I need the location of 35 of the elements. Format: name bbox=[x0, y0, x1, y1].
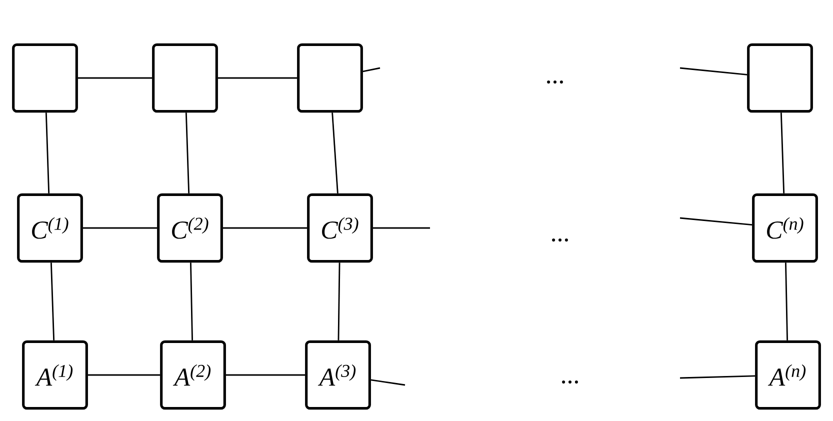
tensor-box: A$^{(1)}$ bbox=[22, 340, 88, 410]
tensor-box bbox=[12, 43, 78, 113]
connector-line bbox=[680, 67, 748, 76]
connector-line bbox=[50, 262, 55, 340]
ellipsis: ... bbox=[562, 380, 578, 384]
connector-line bbox=[222, 227, 308, 229]
ellipsis: ... bbox=[552, 238, 568, 242]
tensor-box: C$^{(3)}$ bbox=[307, 193, 373, 263]
connector-line bbox=[372, 227, 430, 229]
tensor-box: A$^{(n)}$ bbox=[755, 340, 821, 410]
connector-line bbox=[680, 217, 752, 226]
connector-line bbox=[185, 112, 190, 194]
tensor-box: C$^{(2)}$ bbox=[157, 193, 223, 263]
tensor-box bbox=[747, 43, 813, 113]
connector-line bbox=[218, 77, 298, 79]
tensor-box: A$^{(2)}$ bbox=[160, 340, 226, 410]
connector-line bbox=[338, 262, 340, 340]
tensor-box bbox=[297, 43, 363, 113]
tensor-box: C$^{(1)}$ bbox=[17, 193, 83, 263]
connector-line bbox=[780, 112, 785, 194]
connector-line bbox=[332, 112, 338, 194]
tensor-box bbox=[152, 43, 218, 113]
connector-line bbox=[362, 67, 380, 72]
tensor-box: A$^{(3)}$ bbox=[305, 340, 371, 410]
ellipsis: ... bbox=[547, 80, 563, 84]
connector-line bbox=[45, 112, 50, 194]
connector-line bbox=[785, 262, 788, 340]
connector-line bbox=[680, 375, 756, 379]
connector-line bbox=[370, 379, 406, 386]
connector-line bbox=[226, 374, 306, 376]
tensor-box: C$^{(n)}$ bbox=[752, 193, 818, 263]
connector-line bbox=[78, 77, 152, 79]
connector-line bbox=[88, 374, 160, 376]
connector-line bbox=[190, 262, 193, 340]
connector-line bbox=[82, 227, 158, 229]
